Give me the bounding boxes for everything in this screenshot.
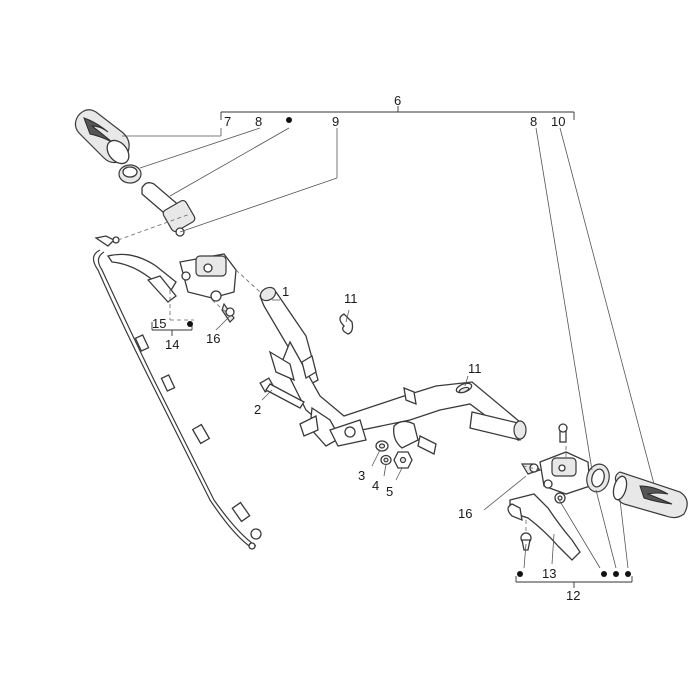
callout-16-right: 16 <box>458 506 472 521</box>
right-brake-lever <box>507 493 581 561</box>
reference-dots <box>187 117 631 577</box>
throttle-tube <box>141 182 196 237</box>
callout-6: 6 <box>394 93 401 108</box>
callout-16-left: 16 <box>206 331 220 346</box>
callout-13: 13 <box>542 566 556 581</box>
callout-1: 1 <box>282 284 289 299</box>
o-ring <box>455 382 473 394</box>
washer-4 <box>380 454 392 466</box>
left-grip-ring <box>118 164 142 184</box>
right-master-cylinder <box>539 423 591 495</box>
washer-3 <box>375 440 389 452</box>
left-grip <box>74 109 130 165</box>
bolt <box>259 377 305 409</box>
callout-5: 5 <box>386 484 393 499</box>
left-brake-lever <box>106 253 177 303</box>
assembly-lines <box>117 213 567 534</box>
callout-14: 14 <box>165 337 179 352</box>
group-bracket-6 <box>220 106 575 120</box>
leader-lines <box>122 127 655 569</box>
right-grip-ring <box>586 463 610 493</box>
callouts: 6 7 8 9 8 10 1 11 15 14 16 11 2 3 4 5 16… <box>152 93 580 603</box>
handlebar-frame <box>259 286 527 455</box>
right-grip <box>612 471 688 519</box>
callout-12: 12 <box>566 588 580 603</box>
left-master-cylinder <box>179 253 237 302</box>
throttle-cable <box>92 235 262 550</box>
nut-5 <box>393 451 413 469</box>
callout-4: 4 <box>372 478 379 493</box>
callout-3: 3 <box>358 468 365 483</box>
callout-8-left: 8 <box>255 114 262 129</box>
callout-10: 10 <box>551 114 565 129</box>
callout-8-right: 8 <box>530 114 537 129</box>
callout-15: 15 <box>152 316 166 331</box>
left-brake-switch <box>221 302 235 323</box>
callout-9: 9 <box>332 114 339 129</box>
callout-2: 2 <box>254 402 261 417</box>
callout-11-mid: 11 <box>468 361 482 376</box>
group-bracket-12 <box>515 576 633 588</box>
callout-11-top: 11 <box>344 291 358 306</box>
callout-7: 7 <box>224 114 231 129</box>
spring-clip <box>339 313 354 335</box>
